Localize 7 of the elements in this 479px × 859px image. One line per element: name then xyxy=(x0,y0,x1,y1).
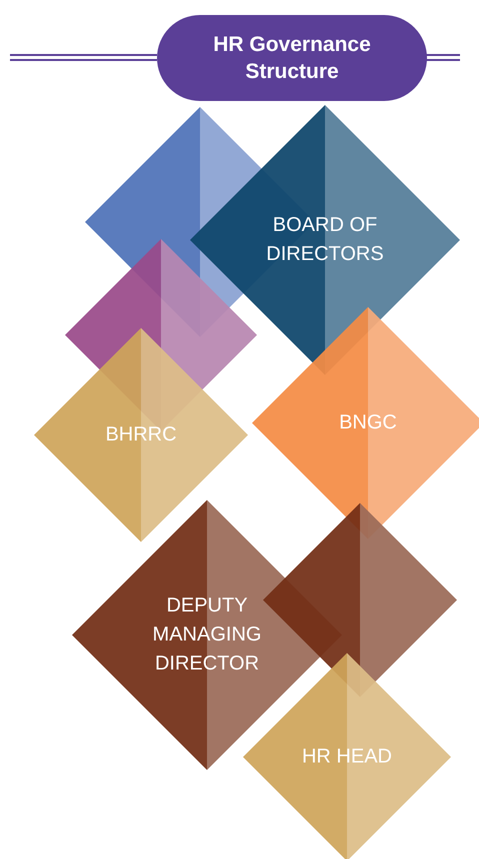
diamond-shape xyxy=(34,328,248,542)
node-label: DEPUTY MANAGING DIRECTOR xyxy=(152,594,262,676)
title-banner: HR Governance Structure xyxy=(157,15,427,101)
node-label: BHRRC xyxy=(104,422,178,448)
node-label: HR HEAD xyxy=(300,744,393,770)
node-label: BOARD OF DIRECTORS xyxy=(265,213,385,267)
node-label: BNGC xyxy=(338,410,398,436)
